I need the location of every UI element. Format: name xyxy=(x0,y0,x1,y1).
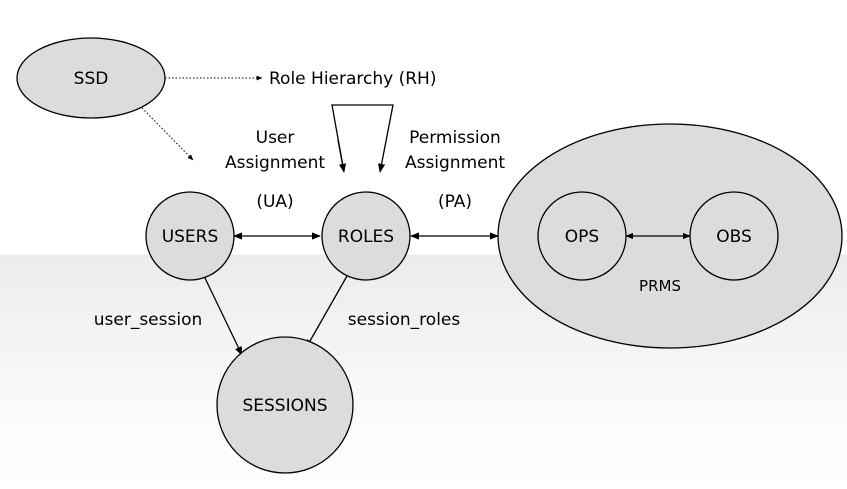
user-assignment-label-line2: Assignment xyxy=(225,153,325,173)
users-node xyxy=(145,191,235,281)
roles-node xyxy=(321,191,411,281)
permission-assignment-abbr: (PA) xyxy=(438,192,472,212)
role-hierarchy-loop-start-arrow xyxy=(337,139,347,173)
users-sessions-edge xyxy=(203,275,243,356)
ops-label: OPS xyxy=(565,227,599,247)
role-hierarchy-label: Role Hierarchy (RH) xyxy=(269,69,436,89)
role-hierarchy-loop xyxy=(331,104,394,173)
ssd-to-users-edge xyxy=(141,107,194,161)
ssd-node xyxy=(16,37,166,119)
obs-node xyxy=(689,191,779,281)
ops-node xyxy=(537,191,627,281)
session-roles-label: session_roles xyxy=(348,310,461,330)
permission-assignment-label-line1: Permission xyxy=(409,128,501,148)
sessions-roles-edge xyxy=(305,268,352,349)
sessions-node xyxy=(216,336,354,474)
users-label: USERS xyxy=(162,227,219,247)
user-session-label: user_session xyxy=(94,310,203,330)
user-assignment-abbr: (UA) xyxy=(256,192,293,212)
sessions-label: SESSIONS xyxy=(242,396,327,416)
permission-assignment-label-line2: Assignment xyxy=(405,153,505,173)
prms-label: PRMS xyxy=(639,277,681,295)
user-assignment-label-line1: User xyxy=(256,128,295,148)
roles-label: ROLES xyxy=(338,227,394,247)
ssd-label: SSD xyxy=(74,69,109,89)
obs-label: OBS xyxy=(716,227,752,247)
